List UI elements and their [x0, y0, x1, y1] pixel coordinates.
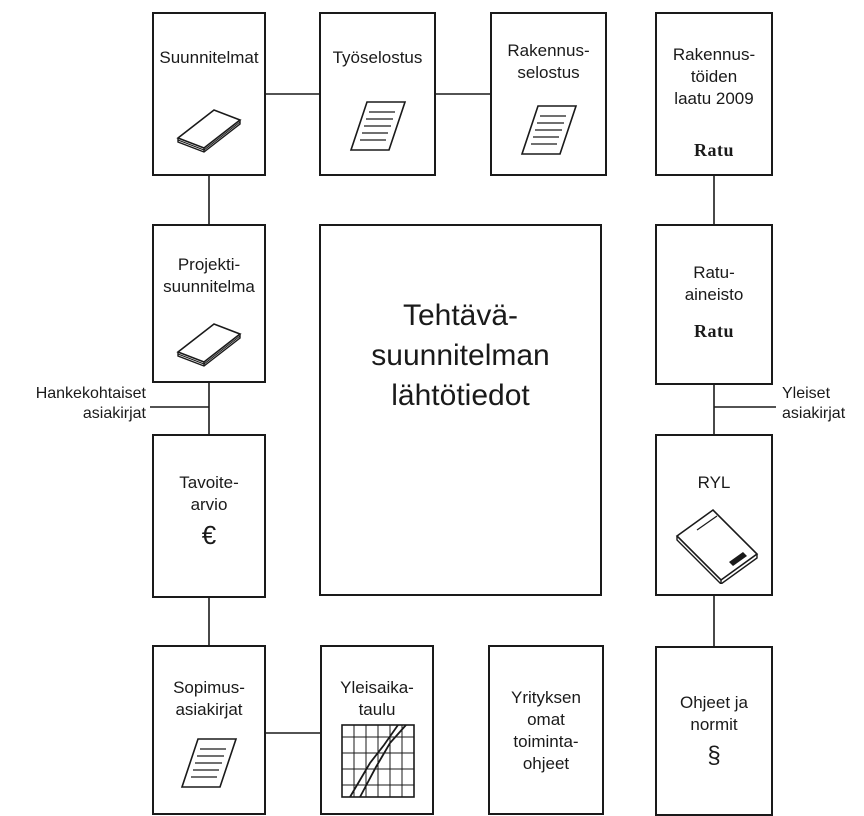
box-label: RYL [697, 473, 731, 492]
schedule-chart-icon [341, 724, 415, 798]
box-label: Yleisaika- taulu [340, 678, 414, 719]
box-label: Rakennus- töiden laatu 2009 [672, 45, 756, 108]
box-ohjeet-ja-normit: Ohjeet ja normit § [655, 646, 773, 816]
document-stack-icon [176, 323, 242, 367]
box-label: Suunnitelmat [159, 48, 259, 67]
box-yrityksen-ohjeet: Yrityksen omat toiminta- ohjeet [488, 645, 604, 815]
paper-sheet-icon [349, 101, 407, 151]
box-projektisuunnitelma: Projekti- suunnitelma [152, 224, 266, 383]
box-label: Työselostus [332, 48, 423, 67]
booklet-icon [675, 508, 759, 584]
box-label: Yrityksen omat toiminta- ohjeet [511, 688, 581, 773]
ratu-logo: Ratu [693, 140, 734, 160]
section-symbol: § [707, 742, 721, 769]
euro-symbol: € [201, 520, 217, 550]
box-yleisaikataulu: Yleisaika- taulu [320, 645, 434, 815]
box-label: Ratu- aineisto [684, 263, 744, 304]
box-rakennusselostus: Rakennus- selostus [490, 12, 607, 176]
ratu-logo: Ratu [693, 321, 734, 341]
paper-sheet-icon [180, 738, 238, 788]
paper-sheet-icon [520, 105, 578, 155]
center-title: Tehtävä- suunnitelman lähtötiedot [371, 299, 550, 412]
box-label: Rakennus- selostus [507, 41, 590, 82]
box-tyoselostus: Työselostus [319, 12, 436, 176]
label-yleiset-asiakirjat: Yleiset asiakirjat [782, 385, 846, 422]
box-label: Ohjeet ja normit [679, 693, 749, 734]
box-ratu-aineisto: Ratu- aineisto Ratu [655, 224, 773, 385]
box-ryl: RYL [655, 434, 773, 596]
document-stack-icon [176, 109, 242, 153]
label-hankekohtaiset-asiakirjat: Hankekohtaiset asiakirjat [35, 385, 146, 422]
box-tavoitearvio: Tavoite- arvio € [152, 434, 266, 598]
box-label: Projekti- suunnitelma [163, 255, 255, 296]
box-label: Sopimus- asiakirjat [173, 678, 245, 719]
center-box: Tehtävä- suunnitelman lähtötiedot [319, 224, 602, 596]
box-rakennustoiden-laatu: Rakennus- töiden laatu 2009 Ratu [655, 12, 773, 176]
box-suunnitelmat: Suunnitelmat [152, 12, 266, 176]
box-sopimusasiakirjat: Sopimus- asiakirjat [152, 645, 266, 815]
box-label: Tavoite- arvio [179, 473, 239, 514]
